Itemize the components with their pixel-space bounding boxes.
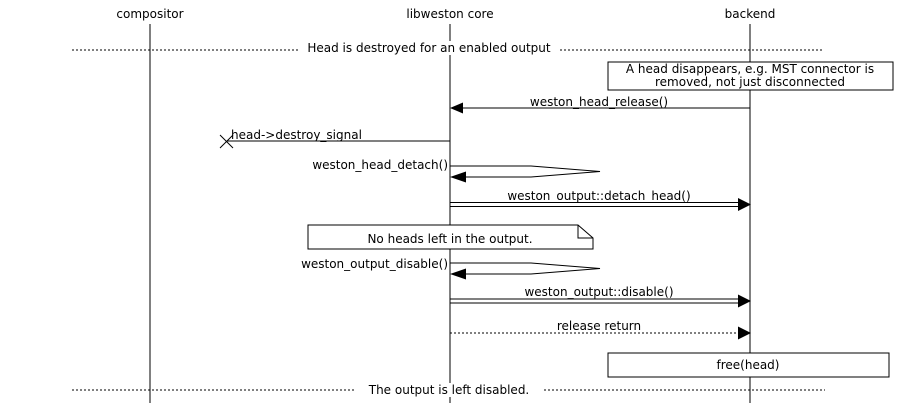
note-fold-icon	[577, 225, 593, 239]
divider-label-bottom: The output is left disabled.	[368, 383, 530, 397]
message-label: head->destroy_signal	[231, 128, 362, 142]
message-label: weston_output::detach_head()	[507, 189, 690, 203]
note-box-head-disappears-line1: A head disappears, e.g. MST connector is	[626, 62, 874, 76]
message-weston-output-detach-head: weston_output::detach_head()	[450, 189, 751, 211]
note-box-head-disappears	[607, 61, 894, 91]
message-label: release return	[557, 319, 641, 333]
note-box-head-disappears-line2: removed, not just disconnected	[655, 75, 845, 89]
divider-label-top: Head is destroyed for an enabled output	[307, 41, 551, 55]
arrowhead-left-icon	[450, 171, 466, 183]
note-label: No heads left in the output.	[367, 232, 532, 246]
message-weston-head-detach: weston_head_detach()	[312, 158, 601, 183]
message-weston-output-disable: weston_output_disable()	[301, 257, 601, 280]
note-outline	[307, 224, 594, 250]
arrowhead-right-icon	[738, 326, 751, 340]
divider-label-bg-top	[298, 41, 560, 55]
entity-label-backend: backend	[725, 7, 776, 21]
lost-message-x-icon	[219, 134, 234, 149]
message-label: weston_head_release()	[530, 95, 668, 109]
message-label: weston_head_detach()	[312, 158, 448, 172]
message-release-return: release return	[450, 319, 751, 340]
self-call-shape	[450, 262, 601, 275]
note-outline	[607, 352, 890, 378]
note-box-free-head: free(head)	[607, 352, 890, 378]
entity-label-compositor: compositor	[116, 7, 183, 21]
note-no-heads-left: No heads left in the output.	[307, 224, 594, 250]
message-head-destroy-signal: head->destroy_signal	[219, 128, 450, 149]
message-weston-output-disable-call: weston_output::disable()	[450, 285, 751, 308]
message-label: weston_output_disable()	[301, 257, 448, 271]
entity-label-libweston-core: libweston core	[406, 7, 493, 21]
arrowhead-left-icon	[450, 268, 466, 280]
self-call-shape	[450, 165, 601, 178]
arrowhead-left-icon	[450, 102, 463, 114]
note-label: free(head)	[717, 358, 780, 372]
message-label: weston_output::disable()	[524, 285, 673, 299]
arrowhead-right-icon	[738, 294, 751, 308]
divider-label-bg-bottom	[356, 383, 542, 397]
message-weston-head-release: weston_head_release()	[450, 95, 750, 114]
arrowhead-right-icon	[738, 198, 751, 211]
